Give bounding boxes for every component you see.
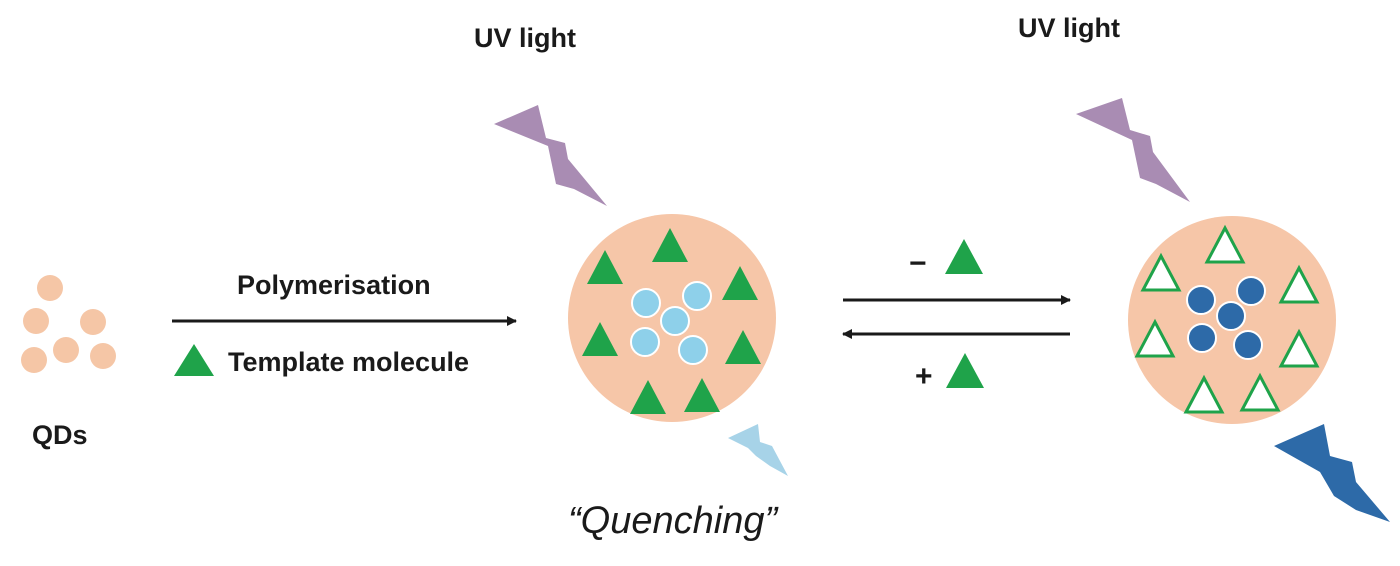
qds-label: QDs [32,420,88,450]
qd-dot-icon [1187,323,1217,353]
uv-light-label-right: UV light [1018,13,1120,43]
minus-sign: − [909,247,927,280]
qd-dot-icon [660,306,690,336]
qd-dot-icon [53,337,79,363]
plus-sign: + [915,360,933,393]
qd-core-quenched [630,281,712,365]
template-triangle-icon [722,266,758,300]
template-triangle-icon [582,322,618,356]
template-molecule-label: Template molecule [228,347,469,377]
emission-lightning-icon [728,424,788,476]
qd-dot-icon [23,308,49,334]
template-triangle-icon [946,353,984,388]
qd-dot-icon [21,347,47,373]
cavity-triangle-icon [1183,374,1225,414]
uv-lightning-icon [1076,98,1190,202]
cavity-triangle-icon [1239,372,1281,412]
cavity-triangle-icon [1204,224,1246,264]
qd-dot-icon [678,335,708,365]
qd-dot-icon [631,288,661,318]
qd-dot-icon [80,309,106,335]
qd-dot-icon [682,281,712,311]
template-triangle-icon [174,344,214,376]
uv-light-label-left: UV light [474,23,576,53]
qd-cluster [21,275,116,373]
emission-lightning-icon [1274,424,1390,522]
template-triangle-icon [725,330,761,364]
cavity-triangle-icon [1278,328,1320,368]
polymerisation-label: Polymerisation [237,270,431,300]
qd-core-emitting [1186,276,1266,360]
template-triangle-icon [630,380,666,414]
qd-dot-icon [630,327,660,357]
qd-dot-icon [1216,301,1246,331]
qd-dot-icon [1233,330,1263,360]
qd-dot-icon [1236,276,1266,306]
qd-dot-icon [37,275,63,301]
qd-dot-icon [1186,285,1216,315]
template-triangle-icon [587,250,623,284]
cavity-triangle-icon [1278,264,1320,304]
template-triangle-icon [684,378,720,412]
qd-dot-icon [90,343,116,369]
template-triangle-icon [652,228,688,262]
mip-particle-quenched [568,214,776,422]
cavity-triangle-icon [1140,252,1182,292]
cavity-triangle-icon [1134,318,1176,358]
template-triangle-icon [945,239,983,274]
quenching-label: “Quenching” [568,500,779,542]
uv-lightning-icon [494,105,607,206]
mip-particle-emitting [1128,216,1336,424]
